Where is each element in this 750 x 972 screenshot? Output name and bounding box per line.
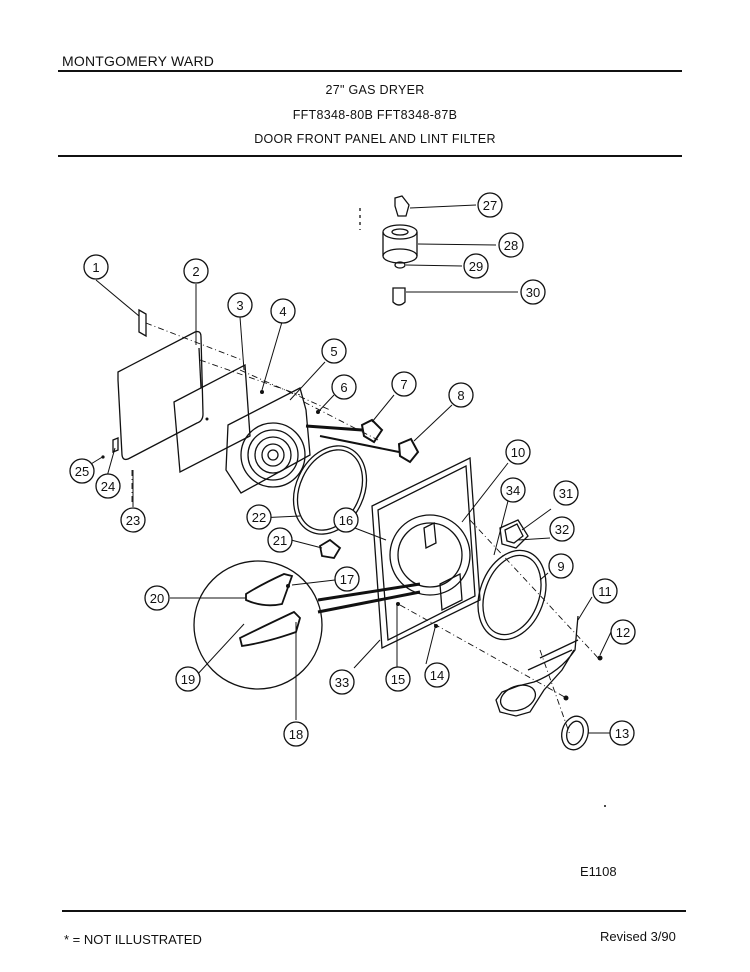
callout-label: 8 (457, 388, 464, 403)
callout-10: 10 (505, 439, 531, 465)
figure-code: E1108 (580, 864, 617, 879)
callout-label: 11 (598, 584, 612, 599)
callout-5: 5 (321, 338, 347, 364)
callout-label: 31 (559, 486, 573, 501)
callout-17: 17 (334, 566, 360, 592)
callout-28: 28 (498, 232, 524, 258)
section-title: DOOR FRONT PANEL AND LINT FILTER (254, 132, 496, 146)
callout-label: 17 (340, 572, 354, 587)
callout-13: 13 (609, 720, 635, 746)
callout-label: 14 (430, 668, 444, 683)
callout-label: 19 (181, 672, 195, 687)
callout-19: 19 (175, 666, 201, 692)
callout-23: 23 (120, 507, 146, 533)
callout-7: 7 (391, 371, 417, 397)
callout-8: 8 (448, 382, 474, 408)
callout-label: 23 (126, 513, 140, 528)
callout-33: 33 (329, 669, 355, 695)
callout-16: 16 (333, 507, 359, 533)
callout-4: 4 (270, 298, 296, 324)
callout-31: 31 (553, 480, 579, 506)
callout-2: 2 (183, 258, 209, 284)
callout-18: 18 (283, 721, 309, 747)
callout-label: 18 (289, 727, 303, 742)
callout-label: 1 (92, 260, 99, 275)
callout-label: 4 (279, 304, 286, 319)
callout-12: 12 (610, 619, 636, 645)
callout-label: 12 (616, 625, 630, 640)
callout-1: 1 (83, 254, 109, 280)
callout-29: 29 (463, 253, 489, 279)
footnote: * = NOT ILLUSTRATED (64, 932, 202, 947)
callout-3: 3 (227, 292, 253, 318)
callout-21: 21 (267, 527, 293, 553)
callout-label: 3 (236, 298, 243, 313)
model-title: 27" GAS DRYER (325, 83, 425, 97)
callout-label: 24 (101, 479, 115, 494)
callout-label: 21 (273, 533, 287, 548)
callout-label: 27 (483, 198, 497, 213)
callout-label: 34 (506, 483, 520, 498)
callout-30: 30 (520, 279, 546, 305)
callout-label: 20 (150, 591, 164, 606)
callout-label: 6 (340, 380, 347, 395)
callout-20: 20 (144, 585, 170, 611)
callout-24: 24 (95, 473, 121, 499)
callout-label: 32 (555, 522, 569, 537)
callout-label: 30 (526, 285, 540, 300)
callout-label: 10 (511, 445, 525, 460)
callout-label: 2 (192, 264, 199, 279)
callout-32: 32 (549, 516, 575, 542)
callout-label: 22 (252, 510, 266, 525)
callout-label: 25 (75, 464, 89, 479)
callout-label: 5 (330, 344, 337, 359)
callout-label: 7 (400, 377, 407, 392)
callout-25: 25 (69, 458, 95, 484)
model-numbers: FFT8348-80B FFT8348-87B (292, 108, 458, 122)
callout-34: 34 (500, 477, 526, 503)
callout-6: 6 (331, 374, 357, 400)
callout-label: 33 (335, 675, 349, 690)
callout-label: 29 (469, 259, 483, 274)
header-rule-bottom (58, 155, 682, 157)
callout-label: 28 (504, 238, 518, 253)
callout-label: 16 (339, 513, 353, 528)
callout-22: 22 (246, 504, 272, 530)
header-rule-top (58, 70, 682, 72)
callout-15: 15 (385, 666, 411, 692)
callout-14: 14 (424, 662, 450, 688)
callout-27: 27 (477, 192, 503, 218)
callout-11: 11 (592, 578, 618, 604)
callout-9: 9 (548, 553, 574, 579)
revision-date: Revised 3/90 (600, 929, 676, 944)
callout-label: 13 (615, 726, 629, 741)
callout-label: 15 (391, 672, 405, 687)
brand-title: MONTGOMERY WARD (62, 53, 215, 69)
footer-rule (62, 910, 686, 912)
callout-label: 9 (557, 559, 564, 574)
